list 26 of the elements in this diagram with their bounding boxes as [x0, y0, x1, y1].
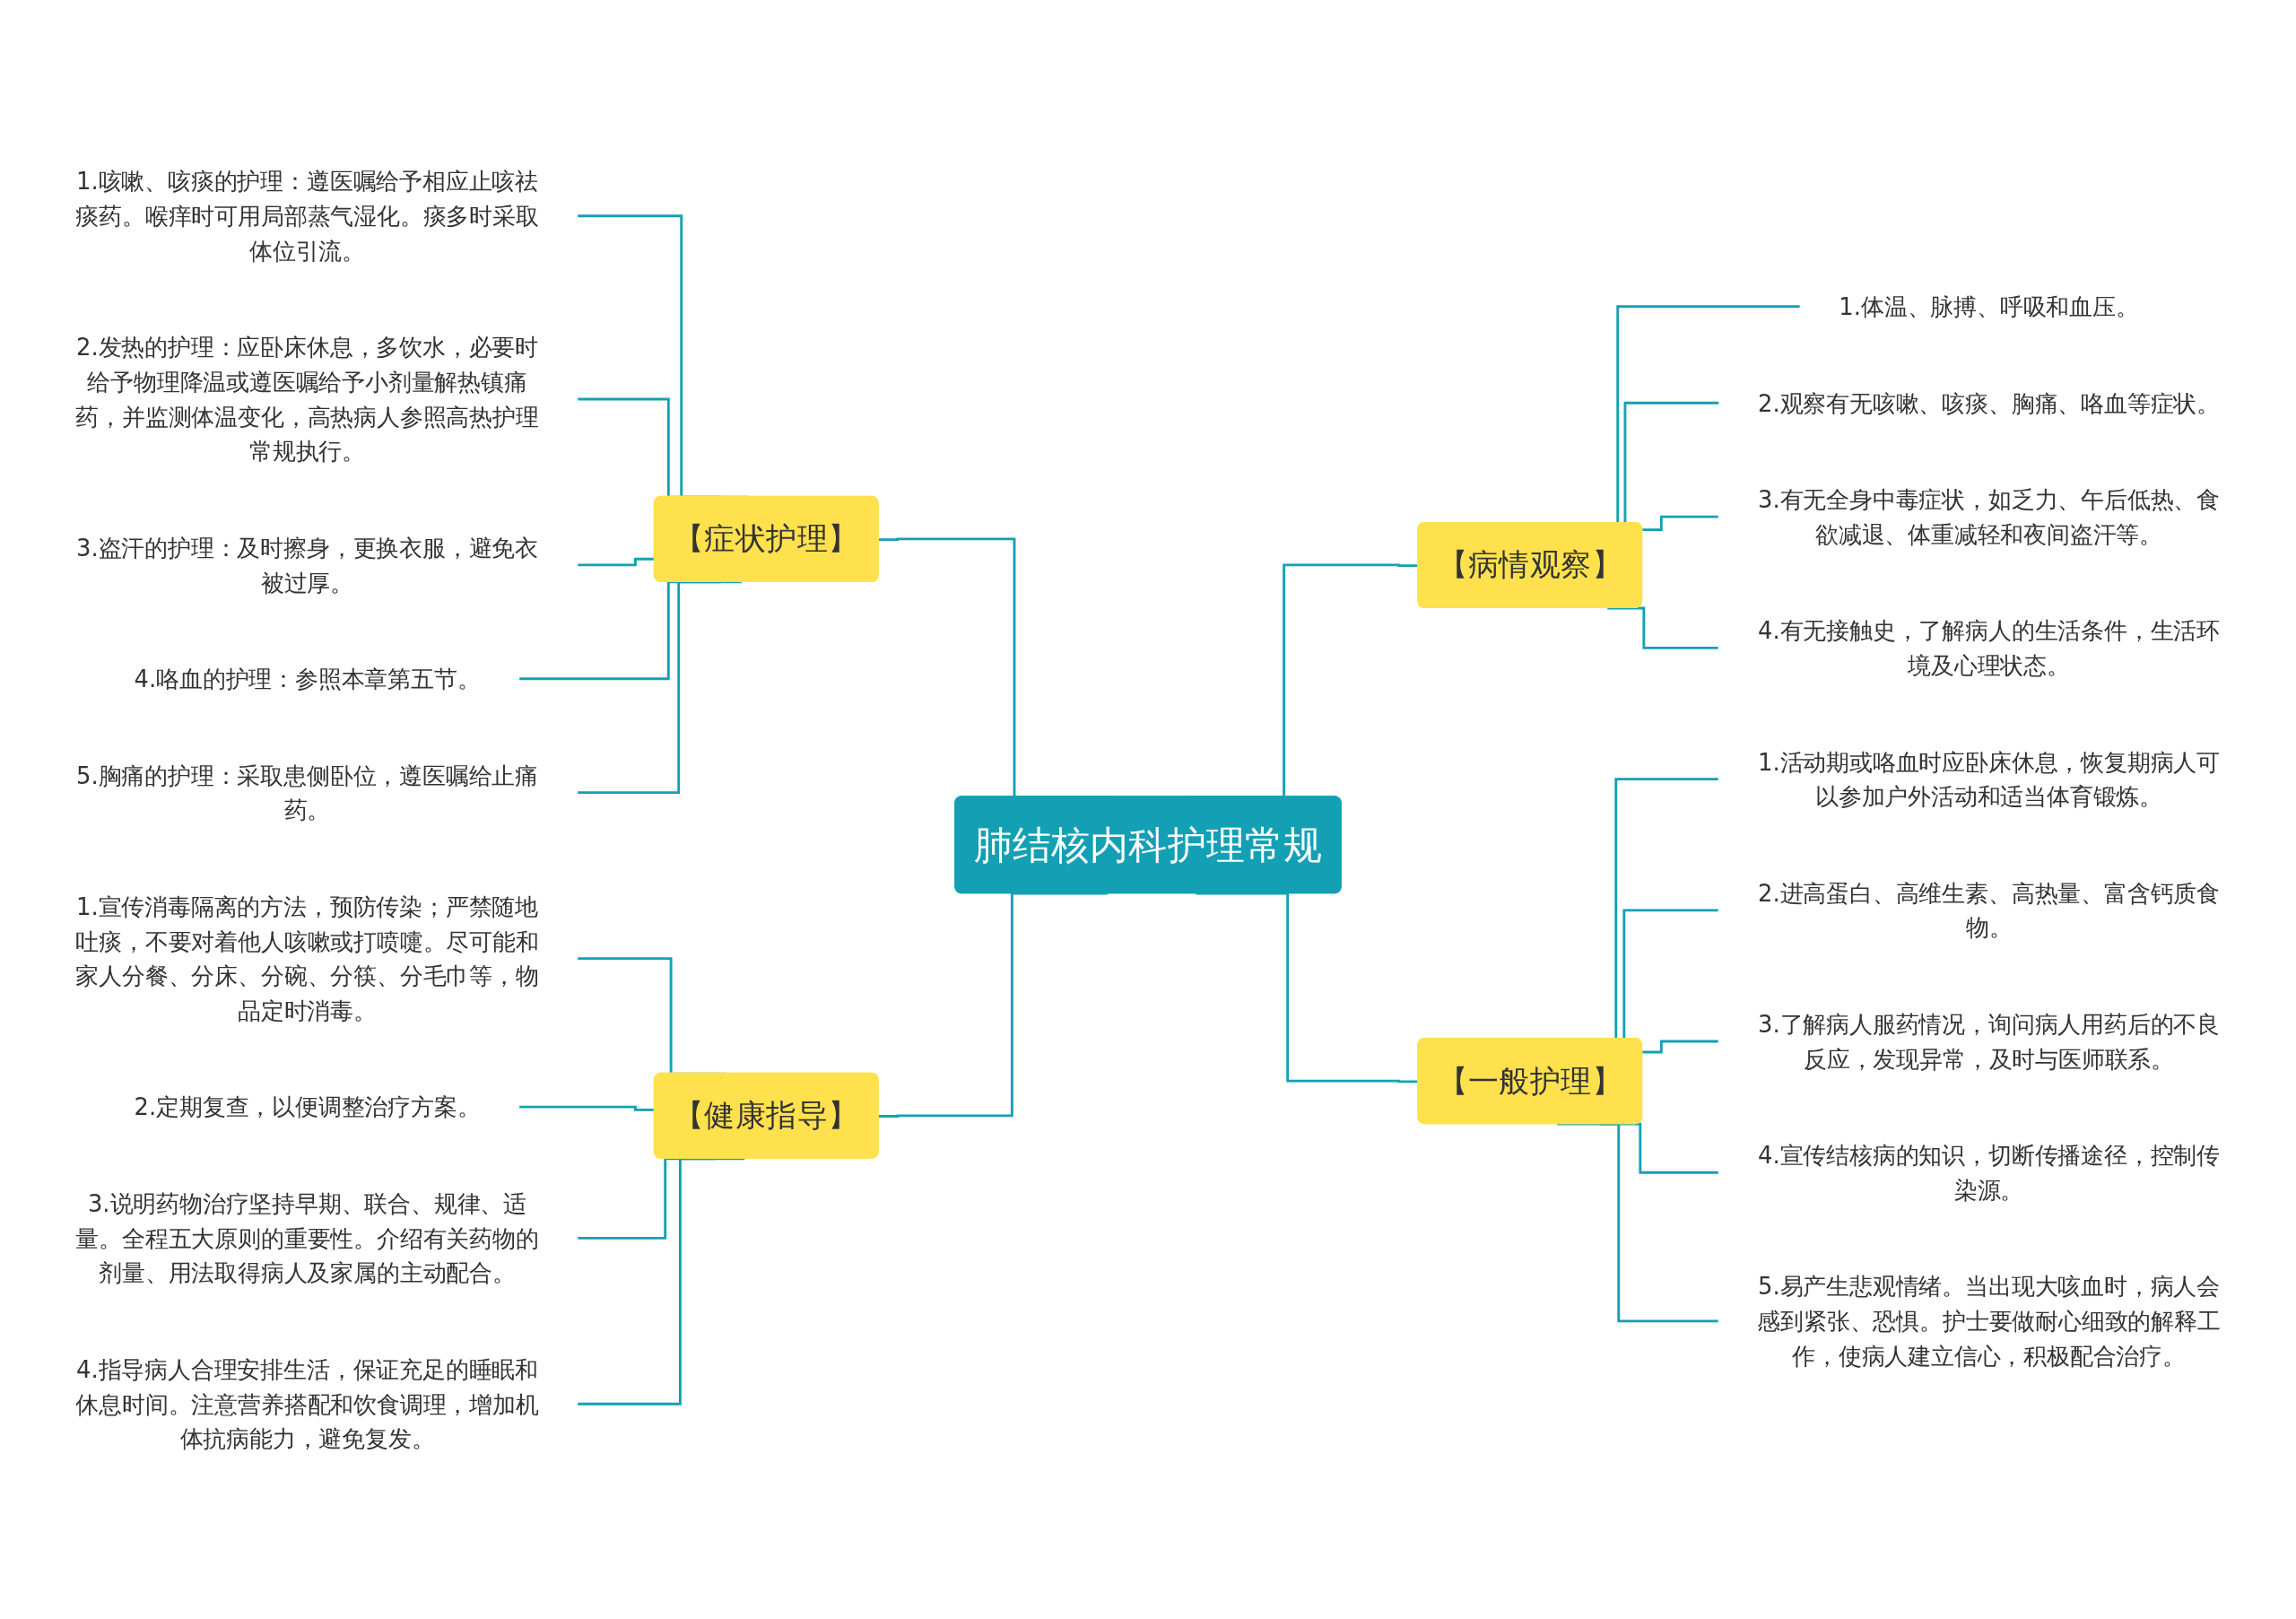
node-text: 4.有无接触史，了解病人的生活条件，生活环境及心理状态。 [1758, 616, 2220, 679]
node-text: 4.宣传结核病的知识，切断传播途径，控制传染源。 [1758, 1141, 2220, 1204]
node-text: 5.胸痛的护理：采取患侧卧位，遵医嘱给止痛药。 [76, 761, 538, 823]
node-text: 1.咳嗽、咳痰的护理：遵医嘱给予相应止咳祛痰药。喉痒时可用局部蒸气湿化。痰多时采取体位引流。 [75, 167, 539, 264]
node-text: 2.进高蛋白、高维生素、高热量、富含钙质食物。 [1758, 878, 2220, 941]
connector [878, 892, 1108, 1118]
node-text: 2.定期复查，以便调整治疗方案。 [134, 1092, 481, 1120]
node-text: 1.宣传消毒隔离的方法，预防传染；严禁随地吐痰，不要对着他人咳嗽或打喷嚏。尽可能和家人分餐、分床、分碗、分筷、分毛巾等，物品定时消毒。 [75, 892, 539, 1024]
node-text: 3.盗汗的护理：及时擦身，更换衣服，避免衣被过厚。 [76, 534, 538, 596]
connector [1557, 1122, 1719, 1322]
connector [1642, 515, 1719, 531]
connector [1642, 1040, 1719, 1053]
node-text: 4.指导病人合理安排生活，保证充足的睡眠和休息时间。注意营养搭配和饮食调理，增加机体抗病能力，避免复发。 [75, 1355, 539, 1452]
node-text: 2.观察有无咳嗽、咳痰、胸痛、咯血等症状。 [1758, 388, 2220, 416]
connector [1607, 606, 1719, 649]
connector [577, 579, 742, 794]
node-text: 3.有无全身中毒症状，如乏力、午后低热、食欲减退、体重减轻和夜间盗汗等。 [1758, 485, 2220, 548]
connector [1196, 892, 1419, 1083]
node-text: 3.说明药物治疗坚持早期、联合、规律、适量。全程五大原则的重要性。介绍有关药物的剂量、用法取得病人及家属的主动配合。 [75, 1189, 539, 1286]
node-text: 1.活动期或咯血时应卧床休息，恢复期病人可以参加户外活动和适当体育锻炼。 [1758, 747, 2220, 810]
node-text: 2.发热的护理：应卧床休息，多饮水，必要时给予物理降温或遵医嘱给予小剂量解热镇痛药，并监测体温变化，高热病人参照高热护理常规执行。 [75, 333, 539, 465]
node-text: 3.了解病人服药情况，询问病人用药后的不良反应，发现异常，及时与医师联系。 [1758, 1010, 2220, 1072]
node-text: 4.咯血的护理：参照本章第五节。 [134, 665, 481, 692]
node-text: 1.体温、脉搏、呼吸和血压。 [1839, 292, 2139, 320]
connector [577, 1156, 745, 1406]
node-text: 5.易产生悲观情绪。当出现大咳血时，病人会感到紧张、恐惧。护士要做耐心细致的解释工作，使病人建立信心，积极配合治疗。 [1757, 1272, 2221, 1370]
